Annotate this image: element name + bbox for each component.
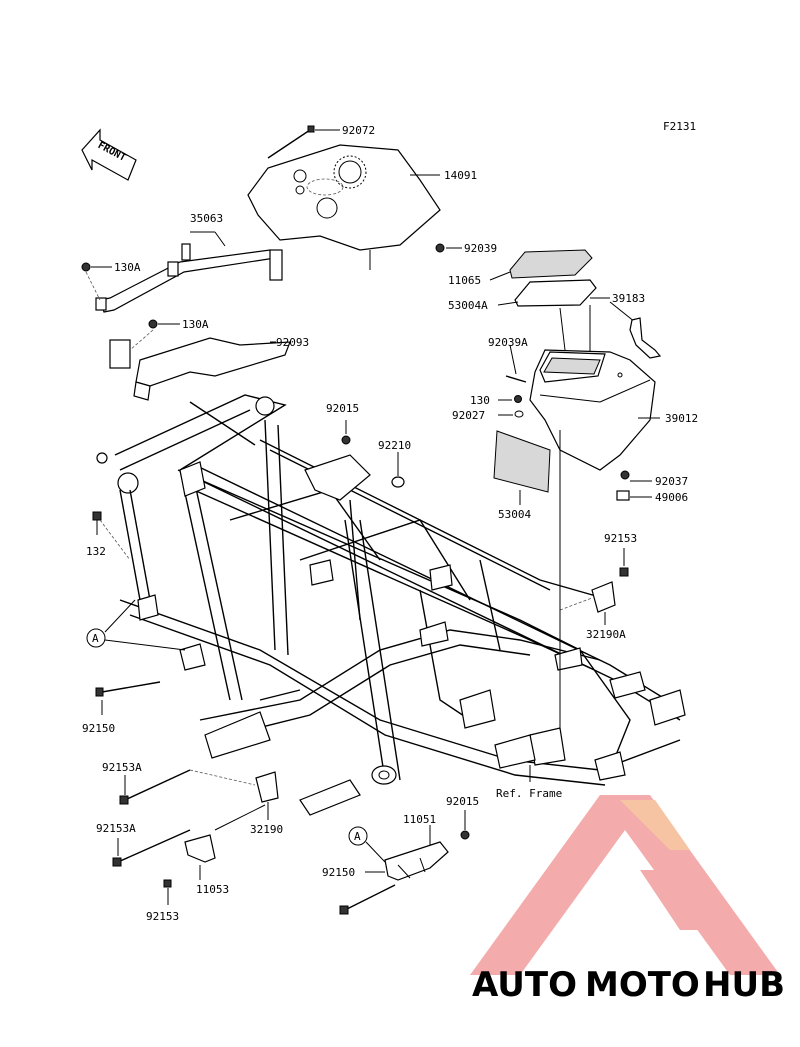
label-14091: 14091 xyxy=(444,169,477,182)
label-130A-2: 130A xyxy=(182,318,209,331)
label-92093: 92093 xyxy=(276,336,309,349)
plate-92093 xyxy=(133,337,291,401)
label-92015-1: 92015 xyxy=(326,402,359,415)
label-92072: 92072 xyxy=(342,124,375,137)
bracket-32190A xyxy=(591,581,616,613)
label-92150-2: 92150 xyxy=(322,866,355,879)
label-132: 132 xyxy=(86,545,106,558)
label-92015-2: 92015 xyxy=(446,795,479,808)
label-92027: 92027 xyxy=(452,409,485,422)
label-92153A-2: 92153A xyxy=(96,822,136,835)
bracket-35063 xyxy=(95,243,283,313)
bracket-39183 xyxy=(629,317,662,359)
svg-text:AUTO: AUTO xyxy=(472,965,577,1005)
label-92150-1: 92150 xyxy=(82,722,115,735)
bracket-32190 xyxy=(255,771,279,803)
label-92039A: 92039A xyxy=(488,336,528,349)
label-32190: 32190 xyxy=(250,823,283,836)
label-39183: 39183 xyxy=(612,292,645,305)
label-11065: 11065 xyxy=(448,274,481,287)
front-arrow-icon: FRONT xyxy=(81,128,137,181)
stay-11051 xyxy=(384,841,449,881)
bolt-92072 xyxy=(267,125,315,159)
battery-case-39012 xyxy=(529,349,656,471)
watermark-text: AUTO MOTO HUB xyxy=(472,965,785,1005)
label-92039: 92039 xyxy=(464,242,497,255)
watermark-logo xyxy=(470,795,780,975)
label-92153-1: 92153 xyxy=(604,532,637,545)
ref-frame-label: Ref. Frame xyxy=(496,787,562,800)
pad-53004A xyxy=(514,279,597,307)
label-53004: 53004 xyxy=(498,508,531,521)
label-35063: 35063 xyxy=(190,212,223,225)
pad-53004 xyxy=(493,430,551,493)
bracket-11053 xyxy=(184,834,216,863)
label-92037: 92037 xyxy=(655,475,688,488)
label-92153-2: 92153 xyxy=(146,910,179,923)
svg-text:HUB: HUB xyxy=(703,965,785,1005)
label-11053: 11053 xyxy=(196,883,229,896)
svg-text:MOTO: MOTO xyxy=(585,965,700,1005)
pad-11065 xyxy=(509,249,593,279)
label-32190A: 32190A xyxy=(586,628,626,641)
label-130: 130 xyxy=(470,394,490,407)
mount-bracket xyxy=(109,339,131,369)
figure-code: F2131 xyxy=(663,120,696,133)
plate-14091 xyxy=(247,144,441,251)
label-53004A: 53004A xyxy=(448,299,488,312)
main-frame xyxy=(96,394,686,816)
label-11051: 11051 xyxy=(403,813,436,826)
label-39012: 39012 xyxy=(665,412,698,425)
callout-a-right: A xyxy=(354,830,361,843)
label-92210: 92210 xyxy=(378,439,411,452)
label-49006: 49006 xyxy=(655,491,688,504)
label-92153A-1: 92153A xyxy=(102,761,142,774)
callout-a-left: A xyxy=(92,632,99,645)
label-130A-1: 130A xyxy=(114,261,141,274)
